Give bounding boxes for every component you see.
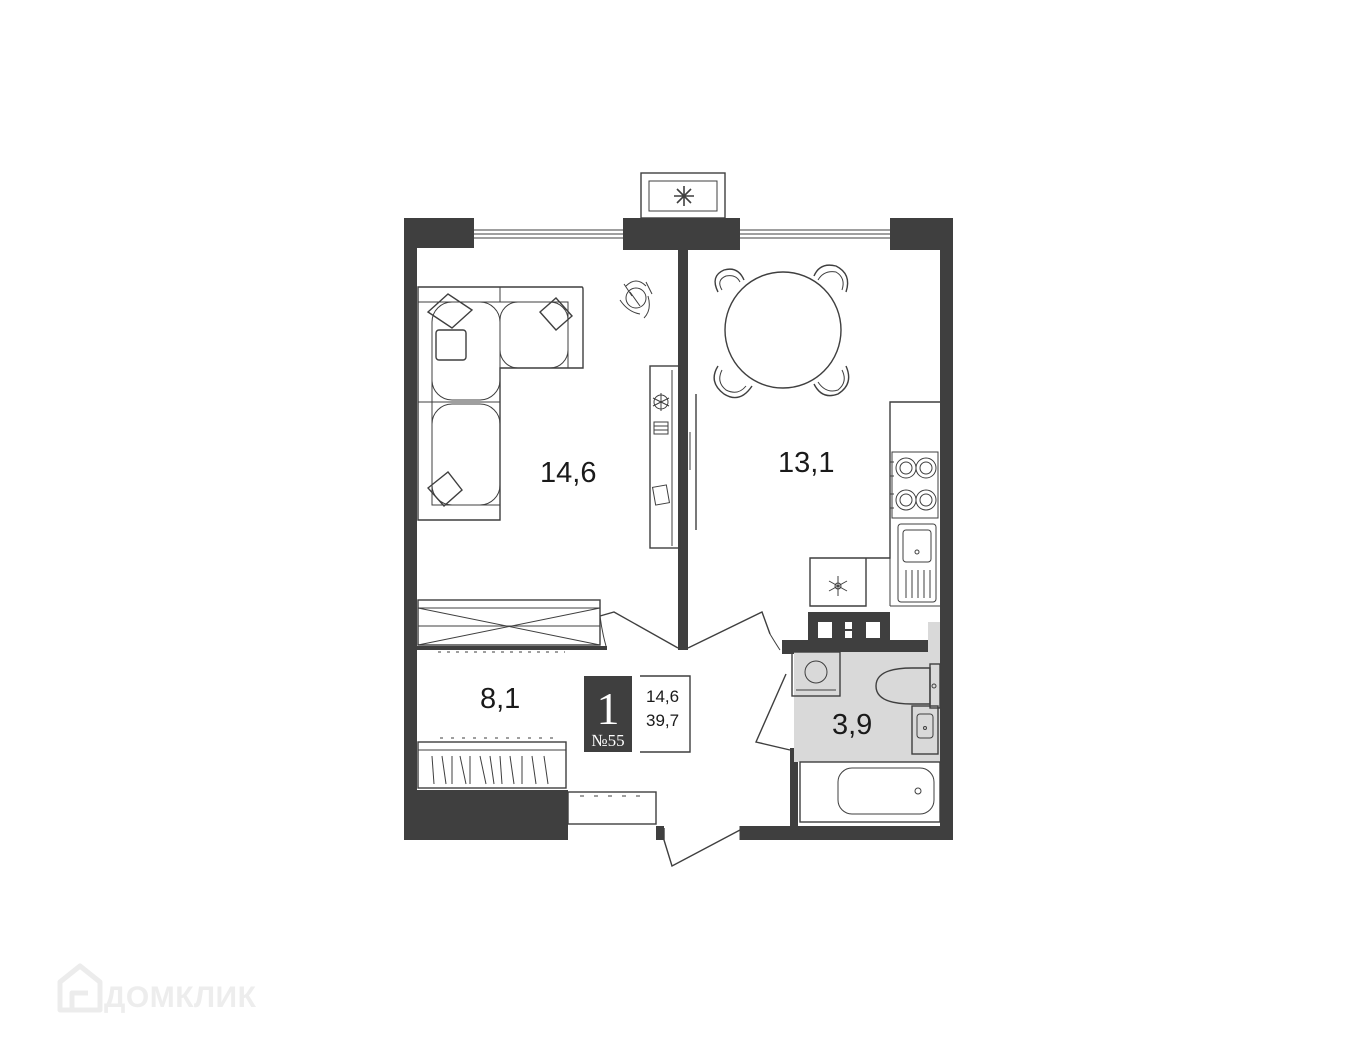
dining-table <box>713 264 850 399</box>
house-logo-icon <box>57 963 103 1013</box>
room-area-bathroom: 3,9 <box>832 709 872 741</box>
corner-sofa <box>417 286 584 521</box>
hallway-wardrobe <box>417 737 567 789</box>
snowflake-icon <box>652 393 670 411</box>
toilet-icon <box>875 663 941 709</box>
bathtub-icon <box>799 761 941 823</box>
chair-bottom-right <box>813 365 850 397</box>
tv-cabinet <box>649 365 681 549</box>
shoe-cabinet <box>567 791 657 825</box>
kitchen-counter <box>809 401 940 607</box>
watermark-text: ДОМКЛИК <box>104 981 257 1014</box>
total-area-value: 39,7 <box>646 711 679 730</box>
apartment-number: №55 <box>591 731 624 750</box>
chair-bottom-left <box>713 365 753 399</box>
room-area-living: 14,6 <box>540 457 596 489</box>
bathroom-sink-icon <box>911 705 939 755</box>
windows <box>474 229 890 239</box>
plant-icon <box>619 280 653 319</box>
cooktop-icon <box>890 451 939 519</box>
doors <box>599 611 791 868</box>
door-living <box>599 611 679 649</box>
hangers <box>431 755 549 785</box>
window-kitchen <box>740 229 890 239</box>
fridge-snowflake-icon <box>828 576 848 596</box>
room-area-kitchen: 13,1 <box>778 447 834 479</box>
chair-top-right <box>813 264 849 293</box>
walls <box>404 218 953 840</box>
bathroom-floor <box>794 652 940 762</box>
window-living <box>474 229 623 239</box>
wall-tv <box>689 394 697 530</box>
washing-machine-icon <box>791 651 841 697</box>
kitchen-sink-icon <box>897 523 937 603</box>
watermark: ДОМКЛИК <box>57 963 257 1014</box>
door-kitchen <box>687 611 781 651</box>
chair-top-left <box>714 268 745 293</box>
apartment-rooms-count: 1 <box>597 683 620 734</box>
radiator-icon <box>653 421 669 435</box>
living-area-value: 14,6 <box>646 687 679 706</box>
apartment-badge: 1 №55 14,6 39,7 <box>584 675 691 753</box>
ac-unit-icon <box>674 186 694 206</box>
wardrobe-living <box>417 599 601 653</box>
door-entrance <box>663 826 741 868</box>
vent-shaft <box>818 622 880 638</box>
balcony-ac-unit <box>640 172 726 219</box>
room-area-hallway: 8,1 <box>480 683 520 715</box>
door-bathroom <box>755 673 791 751</box>
